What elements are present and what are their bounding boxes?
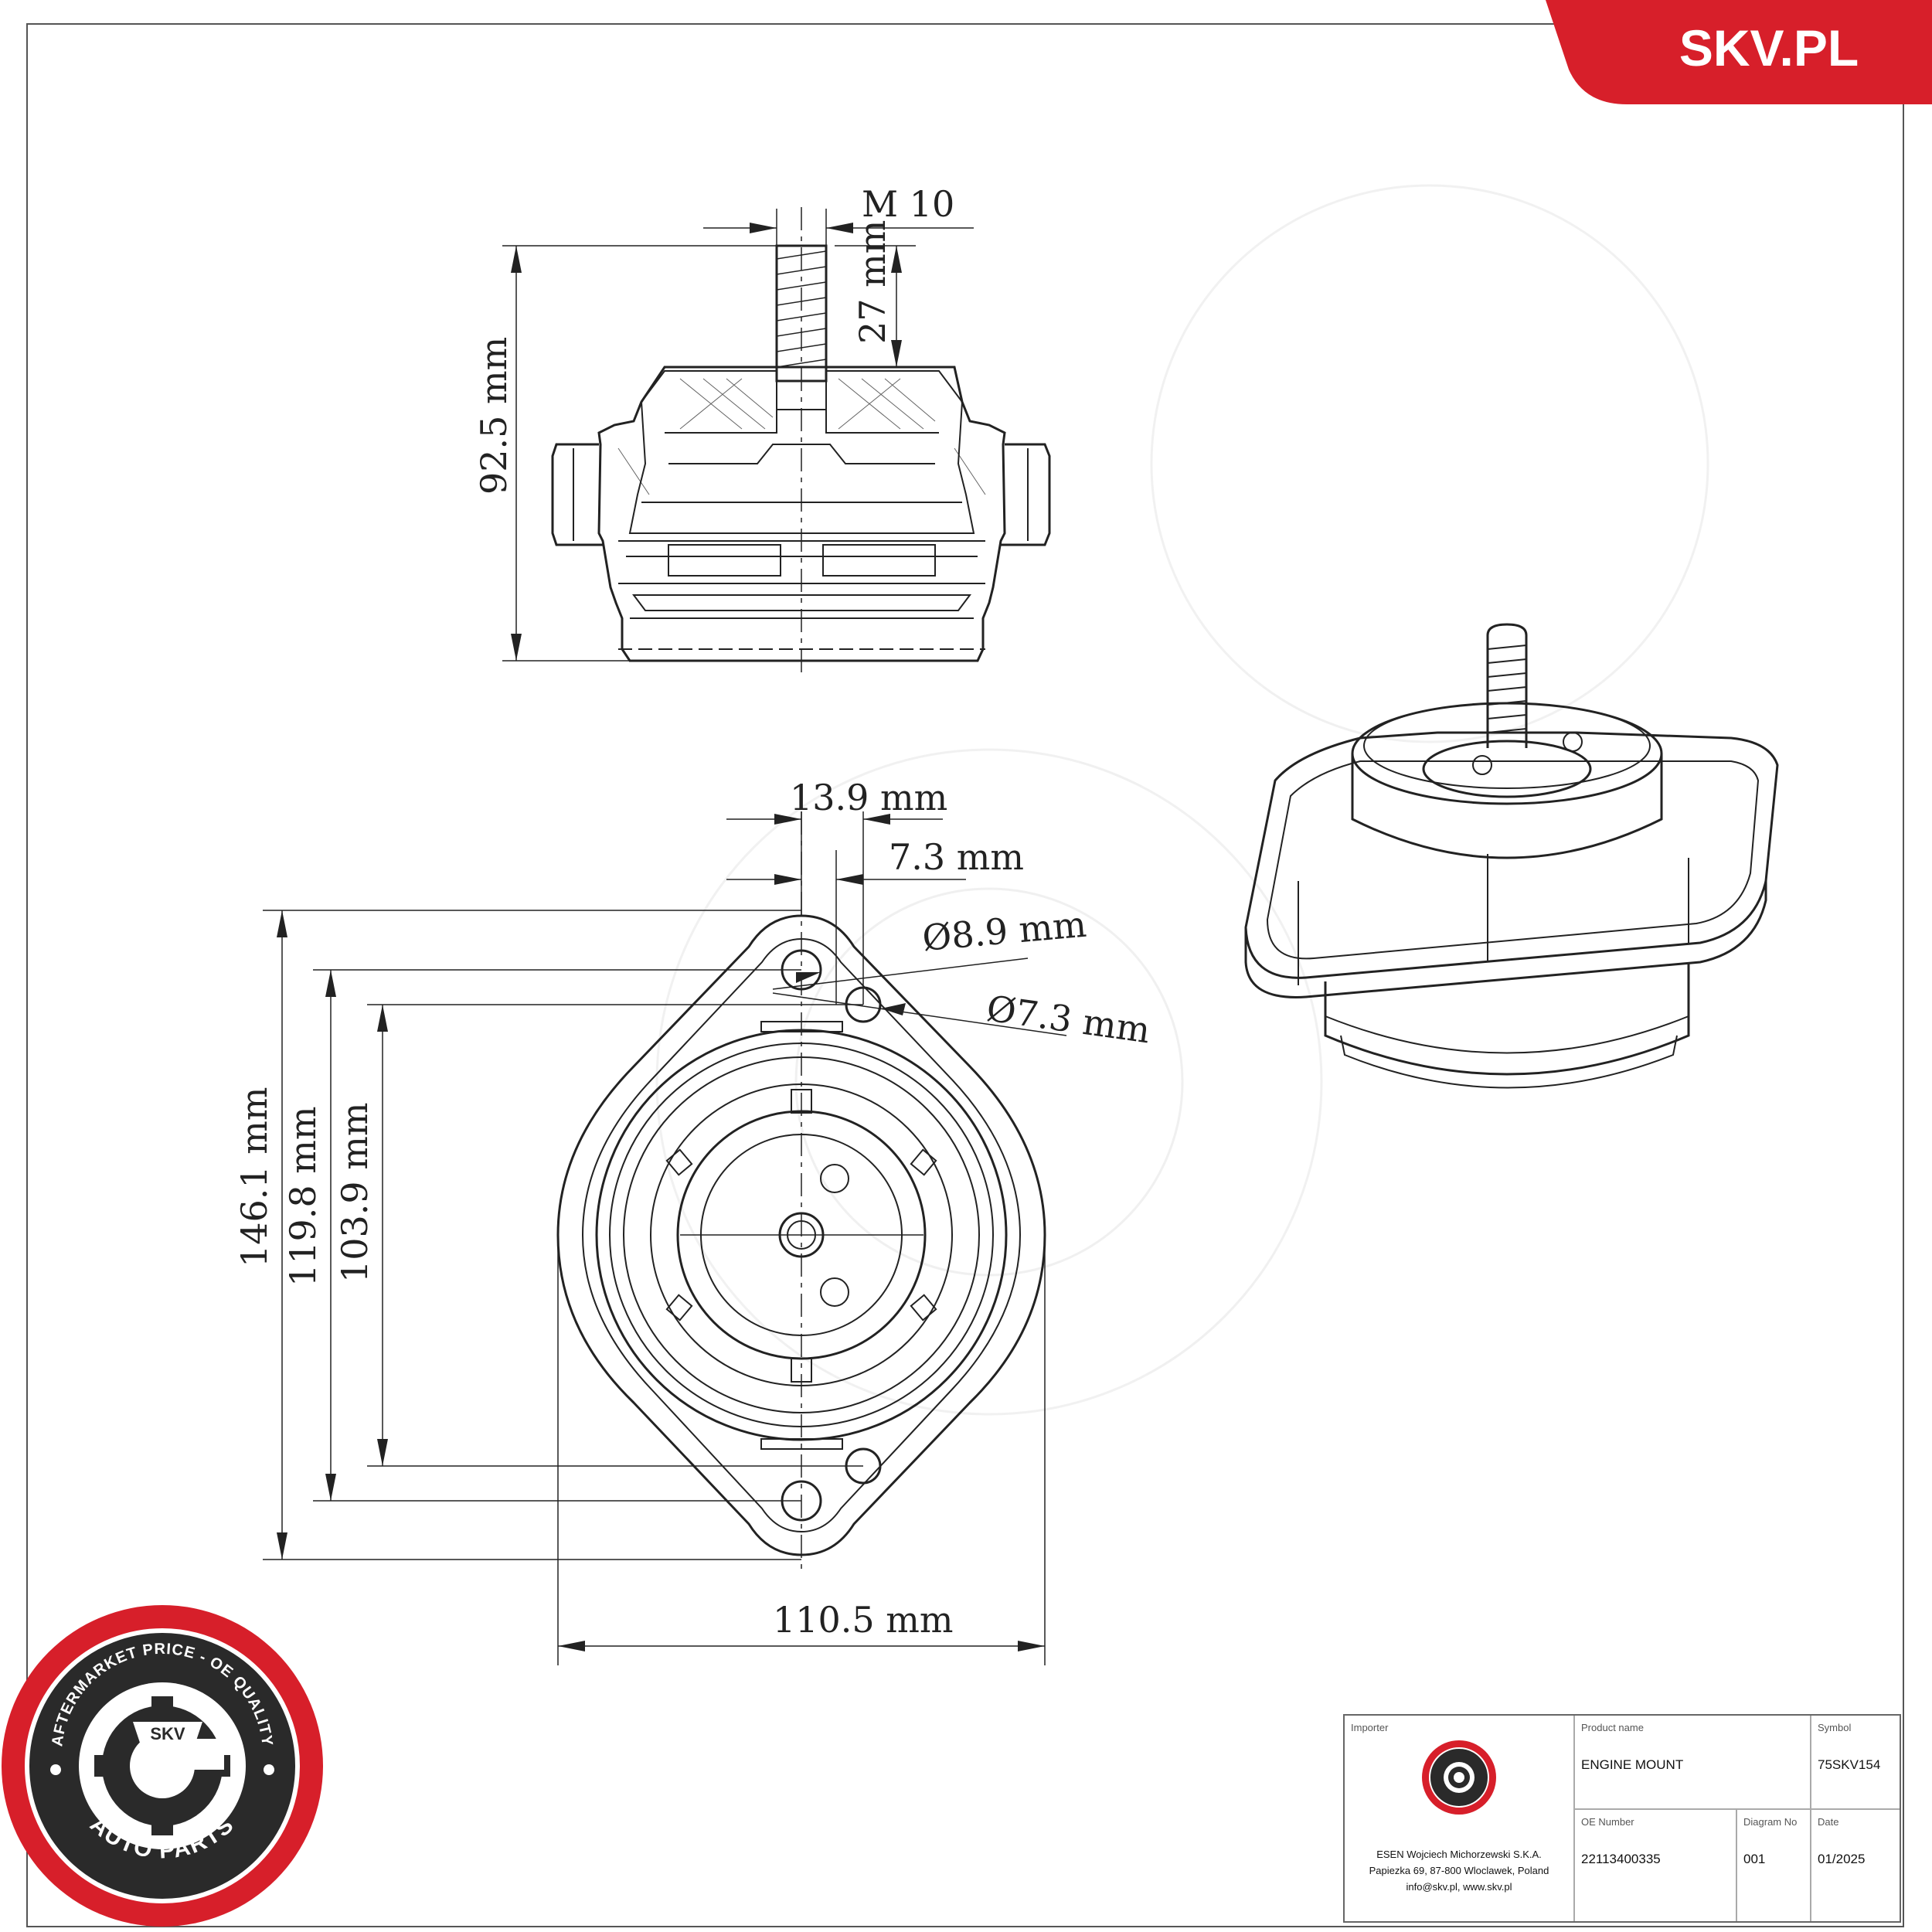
date-cell: Date 01/2025 — [1810, 1808, 1900, 1921]
hole-2-dimension: Ø7.3 mm — [984, 987, 1152, 1051]
importer-name: ESEN Wojciech Michorzewski S.K.A. — [1376, 1849, 1542, 1860]
importer-logo — [1422, 1740, 1496, 1815]
title-block: Importer ESEN Wojciech Michorzewski S.K.… — [1343, 1714, 1901, 1923]
diagram-no-label: Diagram No — [1743, 1816, 1798, 1828]
brand-site-label[interactable]: SKV.PL — [1679, 19, 1859, 77]
brand-tab-shape — [1546, 0, 1932, 104]
badge-dot-right — [264, 1764, 274, 1775]
skv-badge: SKV AFTERMARKET PRICE - OE QUALITY AUTO … — [2, 1605, 323, 1927]
badge-dot-left — [50, 1764, 61, 1775]
offset-1-dimension: 13.9 mm — [790, 777, 947, 818]
importer-address: Papiezka 69, 87-800 Wloclawek, Poland — [1369, 1865, 1549, 1876]
badge-label-plate — [133, 1722, 202, 1745]
drawing-frame — [26, 23, 1904, 1927]
oe-number-label: OE Number — [1581, 1816, 1634, 1828]
product-name: ENGINE MOUNT — [1581, 1757, 1684, 1772]
oe-number-cell: OE Number 22113400335 — [1573, 1808, 1736, 1921]
symbol-cell: Symbol 75SKV154 — [1810, 1716, 1900, 1808]
date-label: Date — [1818, 1816, 1839, 1828]
height-dimension: 92.5 mm — [473, 337, 515, 495]
badge-text: SKV — [150, 1724, 185, 1743]
height-3-dimension: 103.9 mm — [334, 1102, 376, 1283]
height-2-dimension: 119.8 mm — [282, 1106, 324, 1287]
thread-dimension: M 10 — [862, 183, 954, 225]
offset-2-dimension: 7.3 mm — [889, 836, 1024, 878]
importer-cell: Importer ESEN Wojciech Michorzewski S.K.… — [1345, 1716, 1573, 1921]
symbol-label: Symbol — [1818, 1722, 1852, 1733]
hole-1-dimension: Ø8.9 mm — [920, 903, 1088, 959]
width-dimension: 110.5 mm — [773, 1599, 954, 1641]
importer-contact[interactable]: info@skv.pl, www.skv.pl — [1406, 1881, 1512, 1893]
oe-number: 22113400335 — [1581, 1852, 1661, 1866]
importer-label: Importer — [1351, 1722, 1389, 1733]
symbol-value: 75SKV154 — [1818, 1757, 1881, 1772]
stud-length-dimension: 27 mm — [852, 220, 893, 344]
side-view — [502, 207, 1051, 676]
product-name-cell: Product name ENGINE MOUNT — [1573, 1716, 1810, 1808]
diagram-no: 001 — [1743, 1852, 1766, 1866]
diagram-no-cell: Diagram No 001 — [1736, 1808, 1810, 1921]
isometric-view — [1244, 623, 1779, 1089]
top-view — [263, 811, 1067, 1665]
product-name-label: Product name — [1581, 1722, 1644, 1733]
date-value: 01/2025 — [1818, 1852, 1866, 1866]
height-total-dimension: 146.1 mm — [233, 1087, 275, 1267]
